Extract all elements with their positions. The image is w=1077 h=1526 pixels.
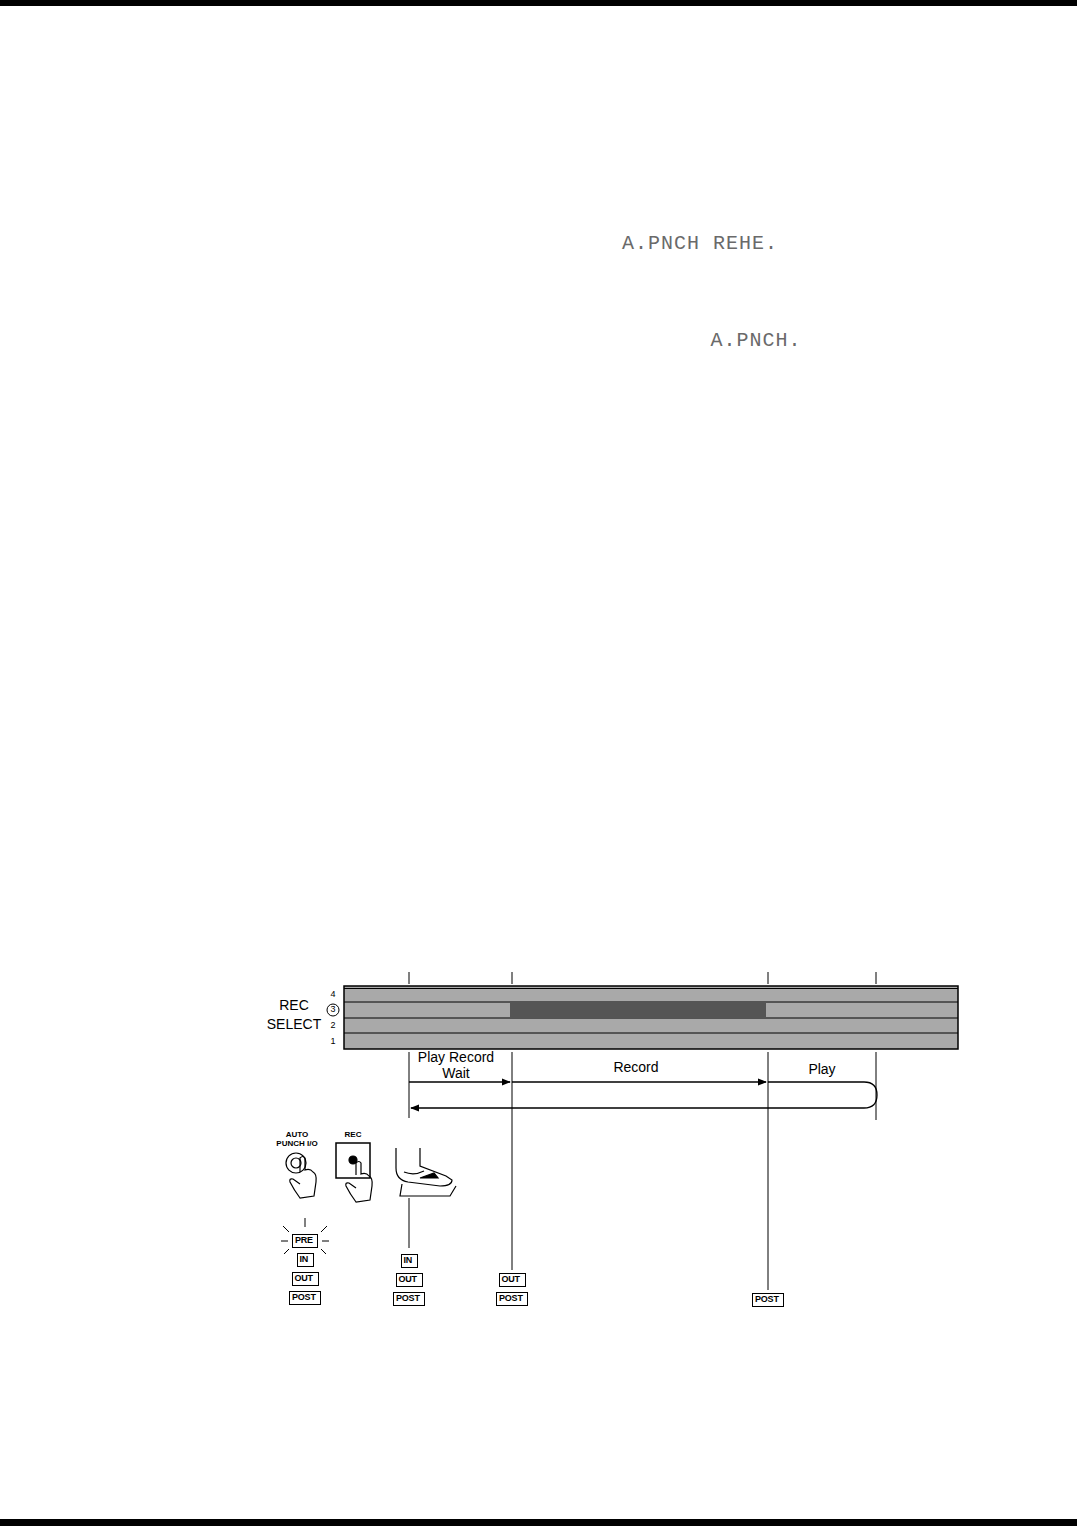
flash-rays xyxy=(281,1218,329,1254)
track-number: 2 xyxy=(327,1020,339,1031)
indicator-box: IN xyxy=(297,1253,314,1267)
phase-label: Play xyxy=(792,1061,852,1077)
rec-button xyxy=(336,1143,372,1202)
foot-switch xyxy=(396,1148,456,1196)
page-bar xyxy=(0,1519,1077,1526)
indicator-label: OUT xyxy=(399,1274,420,1285)
indicator-label: OUT xyxy=(502,1274,523,1285)
indicator-label: IN xyxy=(404,1255,415,1266)
time-markers xyxy=(409,972,876,1290)
indicator-box: PRE xyxy=(292,1234,318,1248)
indicator-box: POST xyxy=(496,1292,528,1306)
phase-label: Record xyxy=(596,1059,676,1075)
circle-mark xyxy=(327,1004,339,1016)
page-bar xyxy=(0,0,1077,6)
indicator-box: POST xyxy=(289,1291,321,1305)
indicator-box: IN xyxy=(401,1254,418,1268)
indicator-label: IN xyxy=(300,1254,311,1265)
flow-arrows xyxy=(409,1082,877,1108)
track-band xyxy=(344,986,958,1049)
track-number: 3 xyxy=(327,1004,339,1015)
indicator-label: POST xyxy=(755,1294,781,1305)
button-label: AUTO PUNCH I/O xyxy=(273,1130,321,1148)
indicator-box: OUT xyxy=(396,1273,423,1287)
indicator-box: OUT xyxy=(499,1273,526,1287)
track-number: 1 xyxy=(327,1036,339,1047)
indicator-box: OUT xyxy=(292,1272,319,1286)
display-readout: A.PNCH REHE. xyxy=(580,232,820,256)
indicator-label: OUT xyxy=(295,1273,316,1284)
indicator-label: POST xyxy=(499,1293,525,1304)
button-label: REC xyxy=(333,1130,373,1139)
track-group-label: REC SELECT xyxy=(263,996,325,1034)
auto-punch-button xyxy=(286,1153,316,1198)
indicator-label: PRE xyxy=(295,1235,315,1246)
phase-label: Play Record Wait xyxy=(411,1049,501,1081)
indicator-box: POST xyxy=(393,1292,425,1306)
indicator-label: POST xyxy=(292,1292,318,1303)
track-number: 4 xyxy=(327,989,339,1000)
indicator-label: POST xyxy=(396,1293,422,1304)
indicator-box: POST xyxy=(752,1293,784,1307)
display-readout: A.PNCH. xyxy=(686,329,826,353)
